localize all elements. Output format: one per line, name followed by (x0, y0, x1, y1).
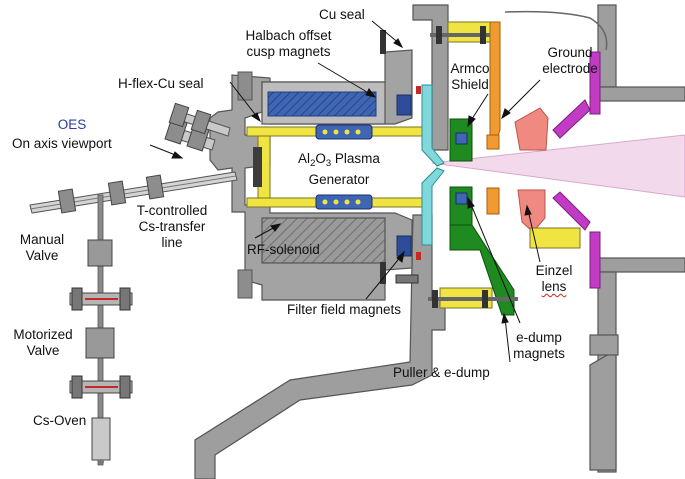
purple-electrode (552, 51, 601, 289)
label-puller-edump: Puller & e-dump (393, 365, 490, 380)
label-hflex-cu-seal: H-flex-Cu seal (118, 76, 204, 91)
leader-lines (149, 20, 541, 363)
ion-beam (431, 134, 685, 198)
label-rf-solenoid: RF-solenoid (247, 242, 320, 257)
lower-rf-solenoid-housing (261, 217, 386, 264)
on-axis-viewport (164, 102, 231, 152)
ground-electrode (486, 21, 501, 215)
rf-coil-bottom (315, 194, 373, 210)
label-oes: OES (57, 117, 87, 132)
einzel-lens (514, 107, 581, 249)
label-plasma-generator: Al2O3 Plasma Generator (298, 151, 380, 187)
label-cu-seal: Cu seal (319, 7, 365, 22)
top-bolt (430, 26, 490, 44)
cu-seal-marks (416, 86, 421, 260)
valve-fitting-2 (69, 375, 133, 399)
housing-bolts (380, 30, 419, 284)
ground-cable (504, 10, 608, 51)
cs-oven (91, 417, 111, 461)
edump-magnet-top (455, 132, 468, 145)
cs-transfer-line (29, 171, 238, 214)
cs-feed-line (69, 194, 133, 466)
motorized-valve (85, 327, 115, 359)
valve-fitting-1 (69, 287, 133, 311)
label-cs-oven: Cs-Oven (33, 413, 87, 428)
vacuum-chamber-wall (589, 4, 685, 473)
bottom-bolt (428, 290, 518, 308)
plasma-electrode (421, 84, 445, 246)
upper-halbach-magnet (267, 91, 377, 117)
manual-valve (87, 239, 113, 267)
label-on-axis-viewport: On axis viewport (12, 136, 112, 151)
edump-magnet-bottom (455, 192, 468, 205)
rf-coil-top (315, 124, 373, 140)
label-filter-field-magnets: Filter field magnets (287, 302, 402, 317)
